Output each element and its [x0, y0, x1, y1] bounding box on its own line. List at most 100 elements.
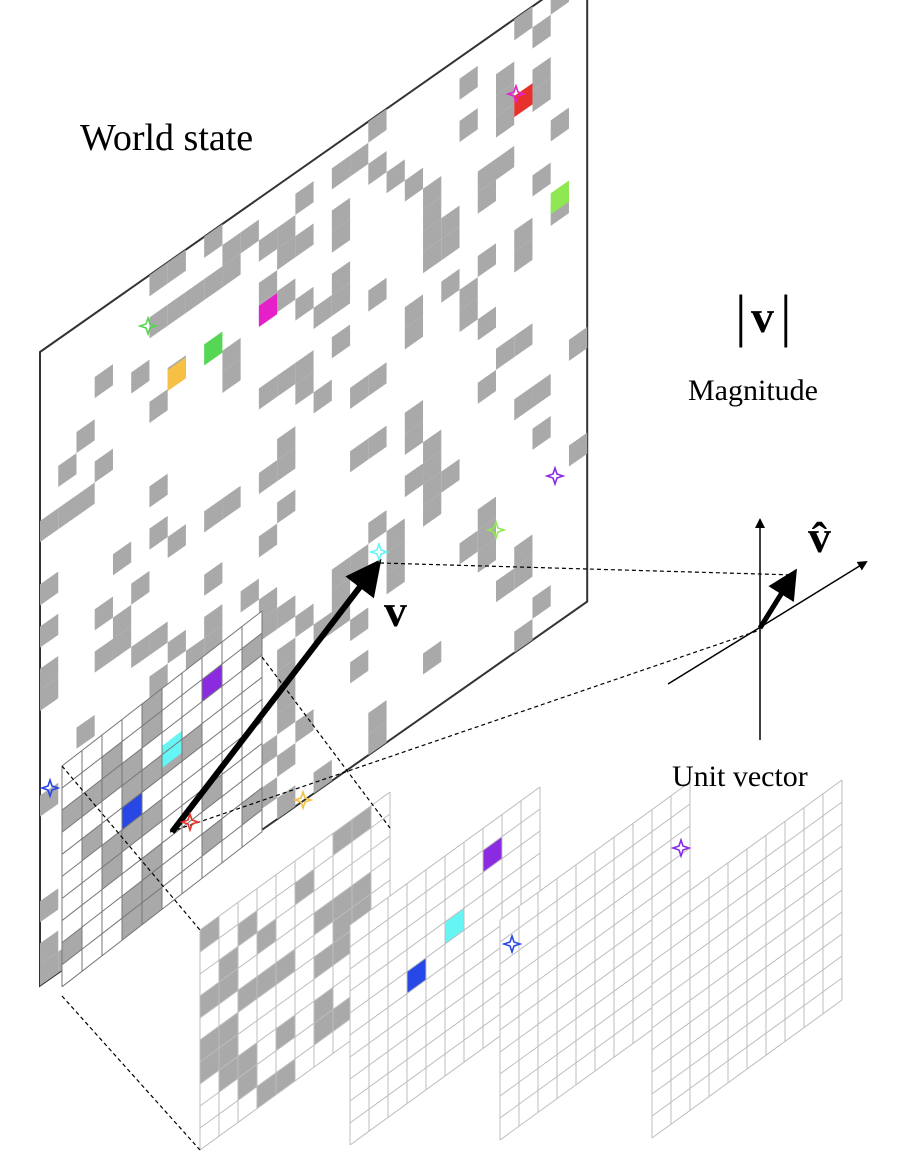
grid-line	[200, 792, 390, 930]
world-obstacle-cell	[514, 618, 533, 653]
world-obstacle-cell	[423, 176, 442, 210]
world-obstacle-cell	[58, 495, 77, 530]
world-colored-cell	[204, 331, 223, 366]
world-obstacle-cell	[368, 425, 387, 460]
world-obstacle-cell	[149, 473, 168, 508]
world-obstacle-cell	[204, 266, 223, 301]
local-obstacle-cell	[142, 688, 163, 727]
world-obstacle-cell	[368, 362, 387, 397]
world-obstacle-cell	[258, 375, 278, 410]
local-obstacle-cell	[82, 779, 103, 817]
world-obstacle-cell	[277, 785, 296, 820]
world-obstacle-cell	[167, 524, 186, 559]
world-colored-cell	[550, 180, 569, 215]
world-obstacle-cell	[94, 448, 113, 483]
star-icon-cyan	[368, 541, 390, 563]
world-obstacle-cell	[167, 249, 186, 284]
star-icon-purple	[544, 465, 566, 487]
star-icon-magenta	[505, 83, 527, 105]
world-obstacle-cell	[350, 607, 369, 642]
world-obstacle-cell	[477, 517, 496, 552]
world-obstacle-cell	[76, 714, 95, 749]
world-obstacle-cell	[495, 103, 515, 138]
world-obstacle-cell	[423, 197, 442, 232]
world-obstacle-cell	[514, 555, 533, 590]
world-obstacle-cell	[40, 508, 59, 543]
local-obstacle-cell	[122, 880, 143, 919]
channel-obstacle-cell	[200, 982, 219, 1018]
grid-line	[200, 880, 390, 1018]
world-obstacle-cell	[295, 371, 314, 406]
channel-obstacle-cell	[332, 995, 352, 1032]
channel-obstacle-cell	[218, 946, 238, 983]
local-obstacle-cell	[142, 710, 163, 749]
local-obstacle-cell	[202, 774, 223, 813]
channel-obstacle-cell	[237, 1042, 257, 1079]
local-obstacle-cell	[142, 887, 163, 925]
world-obstacle-cell	[40, 930, 59, 965]
world-obstacle-cell	[386, 159, 405, 194]
world-obstacle-cell	[459, 108, 478, 143]
channel-obstacle-cell	[200, 1026, 219, 1062]
world-obstacle-cell	[277, 362, 296, 397]
channel-obstacle-cell	[218, 968, 238, 1005]
world-obstacle-cell	[313, 295, 332, 329]
channel-obstacle-cell	[332, 819, 352, 856]
channel-obstacle-cell	[294, 869, 314, 906]
magnitude-bar-right: |	[780, 283, 792, 348]
local-obstacle-cell	[242, 633, 263, 671]
world-obstacle-cell	[258, 227, 278, 262]
grid-line	[652, 1000, 842, 1138]
world-obstacle-cell	[94, 364, 113, 399]
channel-obstacle-cell	[313, 899, 333, 936]
world-obstacle-cell	[477, 538, 496, 573]
world-obstacle-cell	[258, 608, 278, 642]
world-obstacle-cell	[295, 181, 314, 216]
grid-line	[652, 780, 842, 918]
world-obstacle-cell	[495, 336, 515, 370]
grid-line	[200, 858, 390, 996]
grid-line	[350, 853, 540, 991]
world-obstacle-cell	[222, 359, 241, 393]
world-obstacle-cell	[204, 625, 223, 660]
world-obstacle-cell	[258, 586, 278, 621]
world-obstacle-cell	[222, 485, 241, 520]
local-obstacle-cell	[82, 823, 103, 861]
world-obstacle-cell	[240, 578, 259, 613]
channel-agent-cell	[444, 908, 464, 945]
world-obstacle-cell	[258, 270, 278, 305]
world-obstacle-cell	[368, 277, 387, 312]
world-obstacle-cell	[331, 324, 351, 359]
world-obstacle-cell	[477, 306, 496, 341]
local-obstacle-cell	[122, 748, 143, 786]
grid-line	[500, 826, 690, 964]
channel-obstacle-cell	[256, 1072, 276, 1109]
world-obstacle-cell	[477, 496, 496, 531]
world-obstacle-cell	[459, 277, 478, 312]
world-obstacle-cell	[131, 570, 150, 605]
grid-line	[62, 743, 262, 898]
world-obstacle-cell	[313, 379, 332, 414]
world-obstacle-cell	[277, 658, 296, 693]
world-obstacle-cell	[258, 734, 278, 769]
world-obstacle-cell	[76, 419, 95, 454]
grid-line	[652, 824, 842, 962]
world-obstacle-cell	[277, 426, 296, 461]
world-obstacle-cell	[204, 561, 223, 596]
world-obstacle-cell	[423, 218, 442, 253]
channel-obstacle-cell	[256, 962, 276, 999]
world-obstacle-cell	[40, 656, 59, 690]
world-obstacle-cell	[40, 571, 59, 606]
world-obstacle-cell	[368, 151, 387, 185]
world-obstacle-cell	[404, 167, 424, 202]
channel-agent-cells	[406, 836, 502, 994]
world-obstacle-cell	[423, 492, 442, 527]
world-obstacle-cell	[331, 282, 351, 317]
star-icon-yellow	[292, 789, 314, 811]
magnitude-label: Magnitude	[688, 374, 818, 407]
world-obstacle-cell	[258, 776, 278, 811]
world-obstacle-cell	[331, 155, 351, 190]
grid-line	[350, 809, 540, 947]
grid-line	[500, 848, 690, 986]
